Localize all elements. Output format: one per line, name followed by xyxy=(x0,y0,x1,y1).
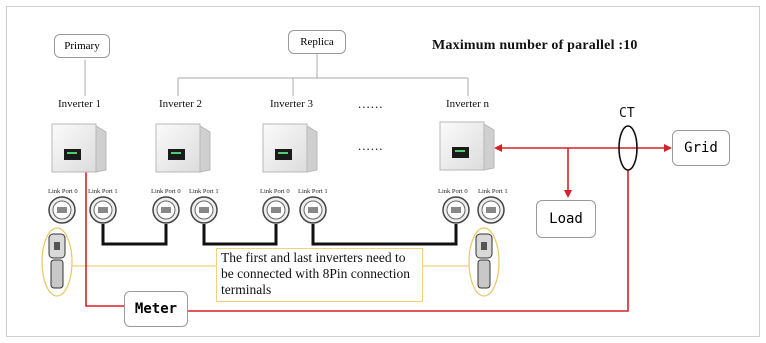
link-port-n-0 xyxy=(442,196,470,224)
grid-label: Grid xyxy=(684,140,718,156)
inverter-1-label: Inverter 1 xyxy=(58,98,102,110)
link-port-3-1 xyxy=(299,196,327,224)
diagram-frame xyxy=(6,6,760,337)
ct-return-line xyxy=(188,170,629,312)
grid-arrow-left xyxy=(494,144,502,152)
inverter-1 xyxy=(51,123,107,173)
link-port-1-0 xyxy=(48,196,76,224)
inverter-2-label: Inverter 2 xyxy=(159,98,203,110)
port-label-2-1: Link Port 1 xyxy=(189,188,219,195)
link-cable-2-3 xyxy=(202,224,278,246)
link-port-2-1 xyxy=(190,196,218,224)
inverter-n xyxy=(439,121,495,171)
replica-label: Replica xyxy=(300,36,334,48)
link-port-1-1 xyxy=(89,196,117,224)
load-arrow xyxy=(564,190,572,198)
link-port-n-1 xyxy=(477,196,505,224)
grid-arrow-right xyxy=(664,144,672,152)
load-label: Load xyxy=(549,211,583,227)
port-label-1-0: Link Port 0 xyxy=(48,188,78,195)
port-label-2-0: Link Port 0 xyxy=(151,188,181,195)
replica-box: Replica xyxy=(288,30,346,54)
terminal-connector-right xyxy=(468,227,500,297)
port-label-3-0: Link Port 0 xyxy=(260,188,290,195)
primary-label: Primary xyxy=(64,40,100,52)
port-label-3-1: Link Port 1 xyxy=(298,188,328,195)
ct-ring xyxy=(618,125,638,171)
ellipsis-middle: ...... xyxy=(358,138,384,153)
ellipsis-top: ...... xyxy=(358,96,384,111)
diagram-title: Maximum number of parallel :10 xyxy=(432,38,638,53)
grid-box: Grid xyxy=(672,130,730,166)
link-port-2-0 xyxy=(152,196,180,224)
link-port-3-0 xyxy=(262,196,290,224)
connection-note: The first and last inverters need to be … xyxy=(216,248,423,302)
ct-label: CT xyxy=(619,106,635,121)
meter-box: Meter xyxy=(124,291,188,327)
link-cable-1-2 xyxy=(101,224,168,246)
inverter-3 xyxy=(262,123,318,173)
port-label-n-1: Link Port 1 xyxy=(478,188,508,195)
terminal-connector-left xyxy=(41,227,73,297)
inverter-n-label: Inverter n xyxy=(446,98,490,110)
port-label-n-0: Link Port 0 xyxy=(438,188,468,195)
primary-box: Primary xyxy=(54,34,110,58)
port-label-1-1: Link Port 1 xyxy=(88,188,118,195)
link-cable-3-n xyxy=(311,224,458,246)
inverter-3-label: Inverter 3 xyxy=(270,98,314,110)
meter-line xyxy=(85,168,124,307)
meter-label: Meter xyxy=(134,301,178,317)
inverter-2 xyxy=(155,123,211,173)
load-box: Load xyxy=(536,200,596,238)
